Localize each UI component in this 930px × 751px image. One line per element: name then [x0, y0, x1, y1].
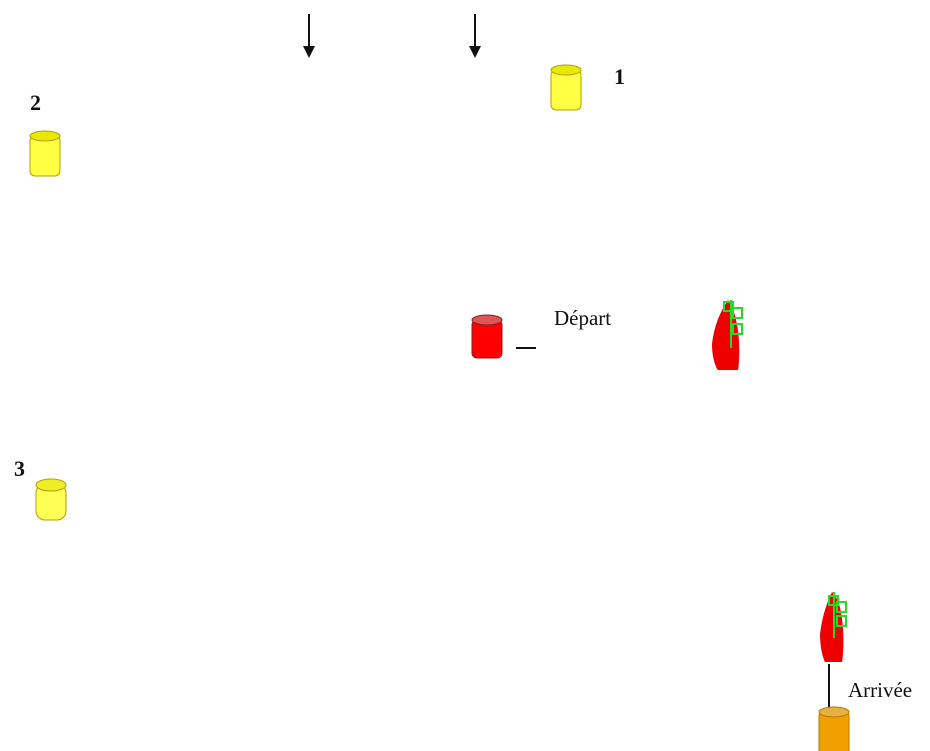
boat-finish: [806, 588, 866, 670]
start-buoy: [471, 314, 503, 362]
buoy-2-number: 2: [30, 90, 41, 116]
finish-label: Arrivée: [848, 678, 912, 703]
buoy-1: [550, 64, 582, 114]
buoy-3: [35, 478, 67, 524]
buoy-3-number: 3: [14, 456, 25, 482]
start-label: Départ: [554, 306, 611, 331]
wind-arrow-left: [298, 14, 320, 64]
buoy-2: [29, 130, 61, 180]
finish-buoy: [818, 706, 850, 751]
finish-line: [828, 664, 830, 710]
wind-arrow-right: [464, 14, 486, 64]
start-line: [516, 347, 536, 349]
buoy-1-number: 1: [614, 64, 625, 90]
boat-start: [698, 296, 758, 378]
